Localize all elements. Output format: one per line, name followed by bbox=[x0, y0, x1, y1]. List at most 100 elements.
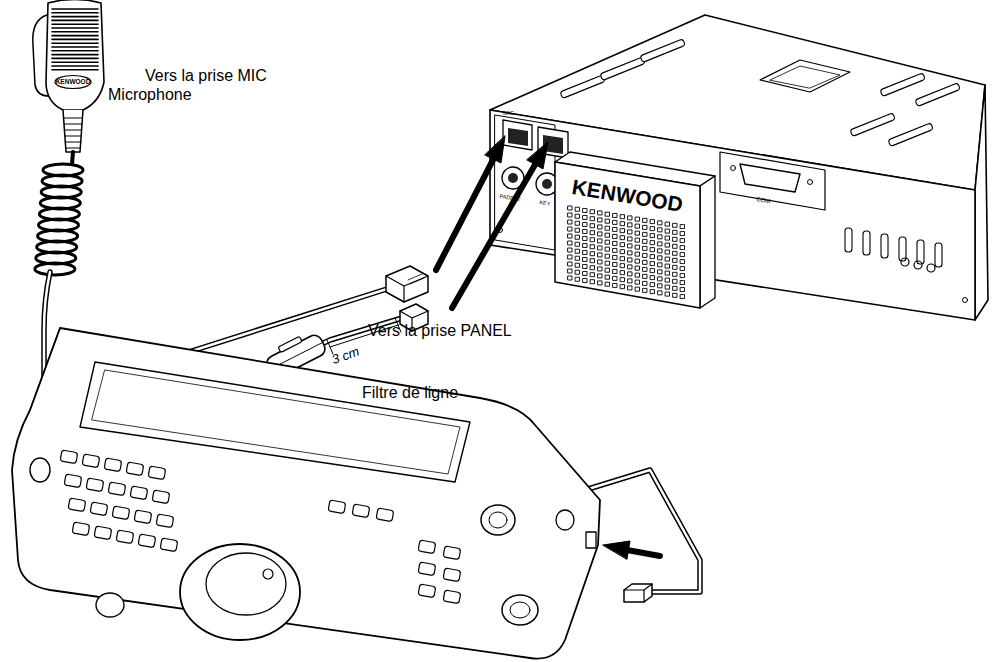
speaker-grille bbox=[598, 246, 602, 250]
speaker-grille bbox=[666, 257, 670, 261]
part-name: Filtre de ligne bbox=[362, 384, 458, 402]
speaker-grille bbox=[681, 253, 685, 257]
speaker-grille bbox=[598, 267, 602, 271]
speaker-grille bbox=[643, 267, 647, 271]
speaker-grille bbox=[621, 215, 625, 219]
com-panel bbox=[720, 152, 825, 210]
speaker-grille bbox=[681, 246, 685, 250]
speaker-grille bbox=[636, 259, 640, 263]
microphone-body bbox=[46, 0, 104, 110]
main-dial bbox=[206, 553, 286, 615]
speaker-grille bbox=[583, 257, 587, 261]
strain-relief bbox=[64, 130, 81, 131]
speaker-grille bbox=[606, 219, 610, 223]
speaker-grille bbox=[583, 222, 587, 226]
panel-button bbox=[443, 590, 461, 604]
vent-slot bbox=[881, 234, 888, 258]
speaker-grille bbox=[658, 221, 662, 225]
speaker-grille bbox=[628, 251, 632, 255]
speaker-grille bbox=[598, 225, 602, 229]
vent-slot bbox=[560, 75, 605, 99]
filter-clip bbox=[278, 336, 302, 352]
speaker-grille bbox=[673, 230, 677, 234]
grille-line bbox=[52, 35, 98, 37]
speaker-grille bbox=[658, 270, 662, 274]
speaker-grille bbox=[598, 260, 602, 264]
speaker-grille bbox=[583, 243, 587, 247]
brand-badge bbox=[55, 76, 91, 89]
speaker-grille bbox=[568, 248, 572, 252]
speaker-grille bbox=[643, 253, 647, 257]
speaker-grille bbox=[583, 264, 587, 268]
speaker-grille bbox=[643, 274, 647, 278]
screw bbox=[808, 180, 813, 185]
body-side bbox=[975, 85, 988, 320]
insert-arrow bbox=[527, 142, 548, 169]
vent-slot bbox=[917, 240, 924, 264]
speaker-grille bbox=[681, 295, 685, 299]
grille-line bbox=[52, 42, 98, 44]
speaker-grille bbox=[568, 220, 572, 224]
speaker-grille bbox=[643, 232, 647, 236]
speaker-grille bbox=[681, 232, 685, 236]
speaker-grille bbox=[636, 280, 640, 284]
connection-note: Vers la prise PANEL bbox=[368, 322, 512, 340]
speaker-grille bbox=[628, 258, 632, 262]
speaker-grille bbox=[643, 246, 647, 250]
speaker-grille bbox=[666, 222, 670, 226]
speaker-grille bbox=[613, 269, 617, 273]
top-plate bbox=[760, 60, 850, 92]
speaker-grille bbox=[583, 208, 587, 212]
insert-arrow bbox=[485, 136, 505, 163]
speaker-grille bbox=[576, 214, 580, 218]
speaker-grille bbox=[681, 281, 685, 285]
speaker-grille bbox=[666, 236, 670, 240]
speaker-grille bbox=[658, 256, 662, 260]
speaker-grille bbox=[591, 210, 595, 214]
strain-relief bbox=[64, 124, 82, 125]
paddle-jack bbox=[508, 173, 518, 183]
speaker-grille bbox=[621, 243, 625, 247]
strain-relief bbox=[64, 118, 83, 119]
speaker-grille bbox=[651, 269, 655, 273]
panel-button bbox=[418, 562, 436, 576]
panel-button bbox=[443, 546, 461, 560]
speaker-grille bbox=[598, 274, 602, 278]
vent-slot bbox=[888, 123, 933, 147]
key-jack bbox=[542, 179, 552, 189]
grille-line bbox=[52, 39, 98, 41]
speaker-grille bbox=[576, 242, 580, 246]
insert-arrow bbox=[603, 541, 630, 559]
speaker-grille bbox=[606, 268, 610, 272]
speaker-grille bbox=[568, 234, 572, 238]
strain-relief bbox=[66, 148, 81, 149]
speaker-grille bbox=[666, 271, 670, 275]
speaker-grille bbox=[651, 262, 655, 266]
speaker-grille bbox=[576, 235, 580, 239]
speaker-grille bbox=[681, 274, 685, 278]
speaker-grille bbox=[613, 234, 617, 238]
speaker-grille bbox=[681, 267, 685, 271]
speaker-grille bbox=[606, 240, 610, 244]
mic-jack bbox=[503, 120, 532, 150]
speaker-grille bbox=[576, 270, 580, 274]
speaker-grille bbox=[606, 226, 610, 230]
speaker-grille bbox=[628, 223, 632, 227]
display-window bbox=[92, 370, 460, 474]
speaker-grille bbox=[681, 239, 685, 243]
speaker-grille bbox=[621, 271, 625, 275]
speaker-grille bbox=[673, 237, 677, 241]
panel-button bbox=[418, 540, 436, 554]
speaker-grille bbox=[621, 222, 625, 226]
speaker-grille bbox=[591, 280, 595, 284]
panel-button bbox=[68, 498, 86, 512]
speaker-grille bbox=[606, 261, 610, 265]
front-panel bbox=[30, 328, 60, 410]
grille-line bbox=[52, 20, 98, 22]
strain-relief bbox=[65, 136, 82, 137]
mic-plug bbox=[408, 274, 424, 284]
speaker-grille bbox=[576, 221, 580, 225]
panel-plug bbox=[624, 584, 652, 602]
speaker-grille bbox=[613, 283, 617, 287]
